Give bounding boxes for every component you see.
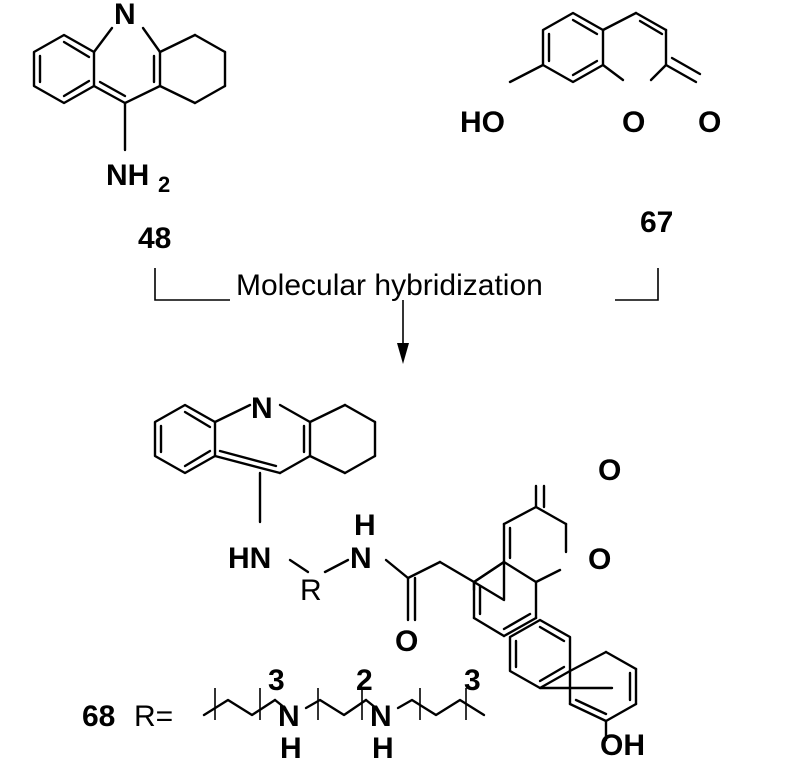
hybrid-lactone-oxygen: O bbox=[588, 543, 611, 576]
tacrine-ring-nitrogen: N bbox=[114, 0, 136, 31]
hybrid-amide-n: N bbox=[350, 542, 372, 575]
linker-hydrogen-1: H bbox=[280, 732, 302, 765]
coumarin-ring-oxygen: O bbox=[622, 106, 645, 139]
compound-number-48: 48 bbox=[138, 222, 171, 255]
hybrid-ring-nitrogen: N bbox=[251, 392, 273, 425]
r-equals: R= bbox=[134, 700, 173, 733]
compound-number-67: 67 bbox=[640, 206, 673, 239]
linker-nitrogen-1: N bbox=[278, 700, 300, 733]
repeat-count-1: 3 bbox=[268, 664, 285, 697]
process-label: Molecular hybridization bbox=[236, 269, 543, 302]
hybrid-hn: HN bbox=[228, 542, 271, 575]
reaction-arrow-head bbox=[397, 343, 409, 364]
tacrine-benzo-ring bbox=[32, 33, 96, 105]
hybrid-benzo-ring bbox=[153, 403, 217, 475]
compound-number-68: 68 bbox=[82, 700, 115, 733]
tacrine-amine-subscript: 2 bbox=[158, 172, 170, 197]
coumarin-benzo-ring bbox=[541, 11, 605, 84]
coumarin-hydroxyl: HO bbox=[460, 106, 505, 139]
tacrine-structure: N NH 2 48 bbox=[32, 0, 227, 255]
hybrid-carbonyl-oxygen: O bbox=[598, 454, 621, 487]
linker-hydrogen-2: H bbox=[372, 732, 394, 765]
repeat-count-3: 3 bbox=[464, 664, 481, 697]
hybrid-coumarin-benzo-ring bbox=[508, 618, 572, 690]
hybrid-amide-oxygen: O bbox=[395, 625, 418, 658]
linker-nitrogen-2: N bbox=[370, 700, 392, 733]
repeat-count-2: 2 bbox=[356, 664, 373, 697]
hybrid-r-group: R bbox=[300, 574, 322, 607]
hybridization-bracket: Molecular hybridization bbox=[154, 262, 659, 364]
hybrid-structure: N HN R H N O O O OH bbox=[153, 392, 645, 762]
hybrid-hydroxyl: OH bbox=[600, 729, 645, 762]
hybrid-amide-h: H bbox=[354, 509, 376, 542]
r-group-definition: 68 R= 3 2 3 N H N H bbox=[82, 664, 486, 765]
umbelliferone-structure: HO O O 67 bbox=[460, 11, 721, 239]
tacrine-amine: NH bbox=[106, 159, 149, 192]
coumarin-carbonyl-oxygen: O bbox=[698, 106, 721, 139]
